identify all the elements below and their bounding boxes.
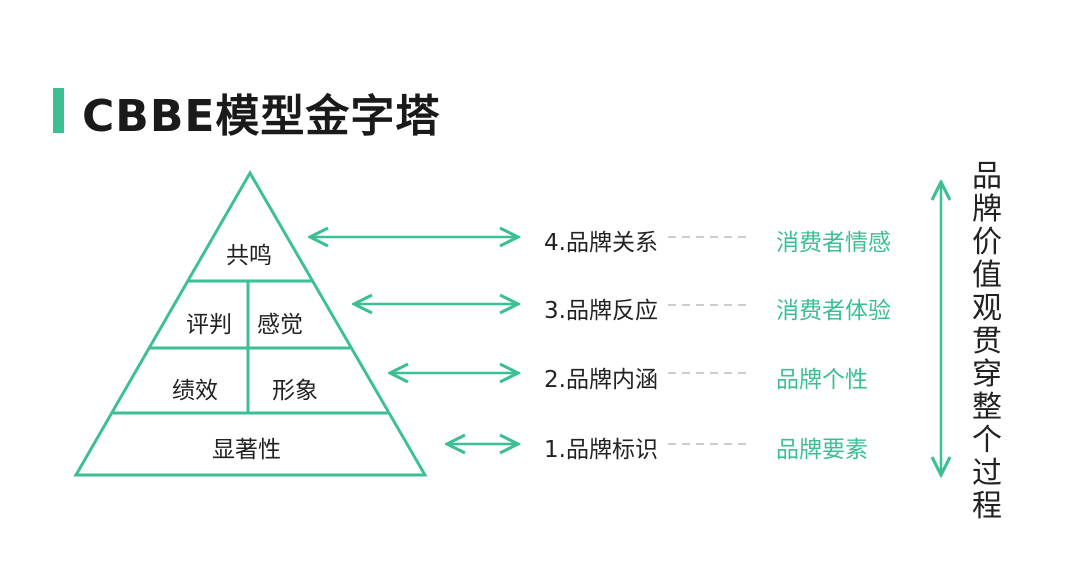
side-note-char: 品 <box>972 159 1002 194</box>
level-1-label: 1.品牌标识 <box>544 437 658 463</box>
side-note-char: 值 <box>972 258 1002 293</box>
side-note-char: 过 <box>972 456 1002 491</box>
title-accent-bar <box>53 88 64 133</box>
level-1-meaning: 品牌要素 <box>776 437 868 463</box>
side-note-char: 牌 <box>972 192 1002 227</box>
side-note-char: 个 <box>972 423 1002 458</box>
side-note-vertical: 品 牌 价 值 观 贯 穿 整 个 过 程 <box>970 160 1004 523</box>
pyramid-judgment: 评判 <box>186 312 232 338</box>
pyramid-imagery: 形象 <box>272 378 318 404</box>
side-note-char: 贯 <box>972 324 1002 359</box>
level-3-meaning: 消费者体验 <box>776 298 891 324</box>
side-note-char: 整 <box>972 390 1002 425</box>
page-title: CBBE模型金字塔 <box>82 91 441 142</box>
level-4-meaning: 消费者情感 <box>776 230 891 256</box>
level-2-meaning: 品牌个性 <box>776 367 868 393</box>
pyramid-top: 共鸣 <box>226 243 272 269</box>
level-2-label: 2.品牌内涵 <box>544 367 658 393</box>
pyramid-salience: 显著性 <box>212 437 281 463</box>
side-note-char: 观 <box>972 291 1002 326</box>
side-note-char: 价 <box>972 225 1002 260</box>
pyramid-feelings: 感觉 <box>257 312 303 338</box>
pyramid-outline <box>73 170 428 477</box>
pyramid-performance: 绩效 <box>172 378 218 404</box>
level-3-label: 3.品牌反应 <box>544 298 658 324</box>
side-note-char: 程 <box>972 489 1002 524</box>
side-note-char: 穿 <box>972 357 1002 392</box>
level-4-label: 4.品牌关系 <box>544 230 658 256</box>
